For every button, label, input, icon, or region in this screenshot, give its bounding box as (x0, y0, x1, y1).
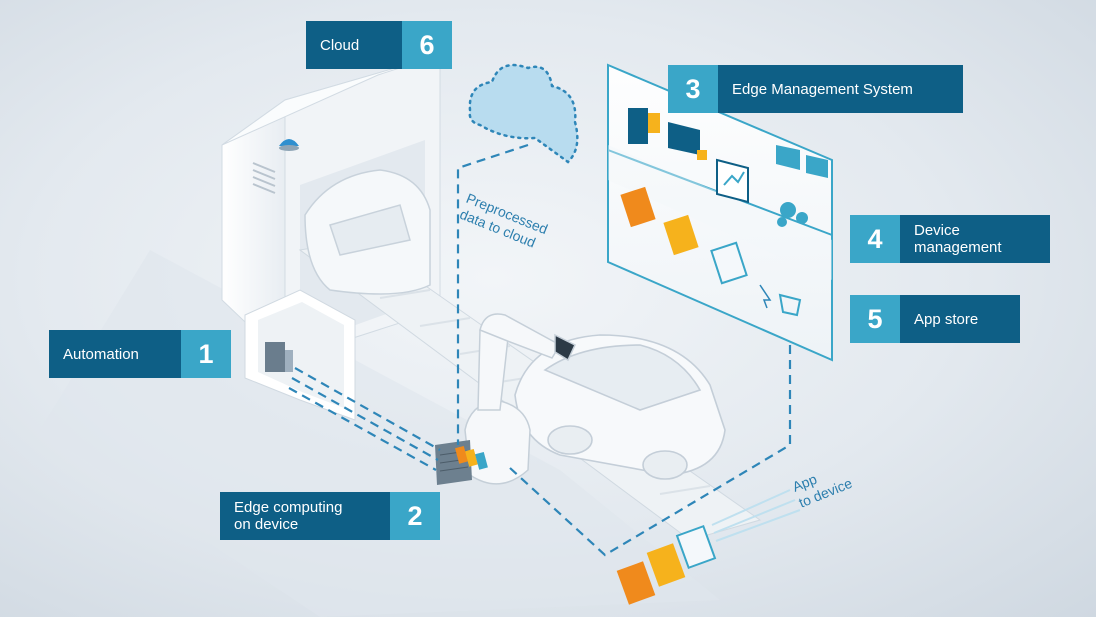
app-store-tag: App store 5 (850, 295, 1020, 343)
automation-number: 1 (181, 330, 231, 378)
edge-label: Edge computing on device (220, 492, 390, 540)
ems-tag: Edge Management System 3 (668, 65, 963, 113)
automation-tag: Automation 1 (49, 330, 231, 378)
car-on-conveyor (514, 334, 726, 480)
app-store-number: 5 (850, 295, 900, 343)
cloud-label: Cloud (306, 21, 402, 69)
ems-label: Edge Management System (718, 65, 963, 113)
cloud-number: 6 (402, 21, 452, 69)
device-mgmt-label: Device management (900, 215, 1050, 263)
device-mgmt-number: 4 (850, 215, 900, 263)
cloud-tag: Cloud 6 (306, 21, 452, 69)
edge-number: 2 (390, 492, 440, 540)
edge-tag: Edge computing on device 2 (220, 492, 440, 540)
data-flow-lines (288, 143, 792, 557)
ems-panels (607, 63, 833, 362)
cloud-icon (468, 63, 579, 164)
car-in-booth (304, 169, 431, 295)
app-store-label: App store (900, 295, 1020, 343)
app-cards-to-device (616, 489, 801, 605)
device-mgmt-tag: Device management 4 (850, 215, 1050, 263)
automation-label: Automation (49, 330, 181, 378)
ems-number: 3 (668, 65, 718, 113)
edge-device (435, 440, 488, 485)
